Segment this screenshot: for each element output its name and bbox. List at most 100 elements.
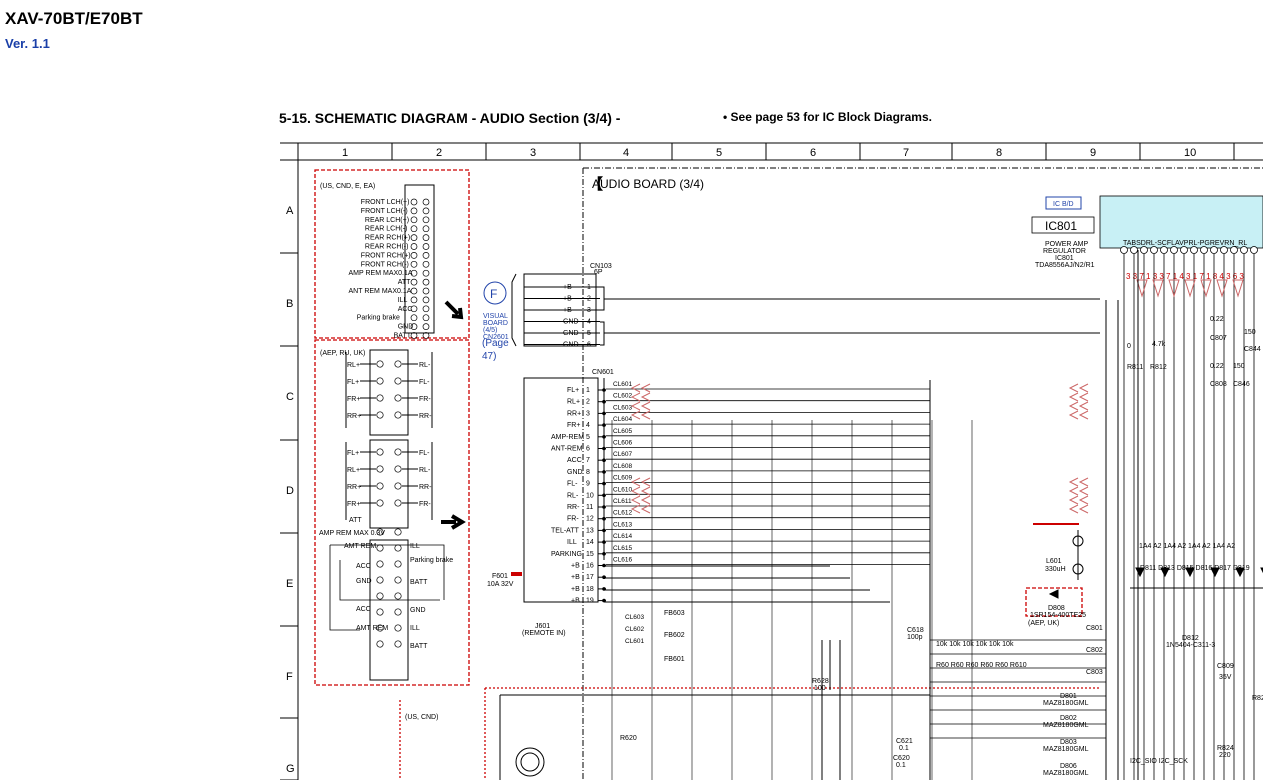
lower-wiring (499, 694, 930, 780)
round-connector (515, 747, 545, 777)
red-output-arrow (1152, 279, 1164, 298)
red-output-arrow (1216, 279, 1228, 298)
connector-label: ACC (356, 606, 371, 613)
row-label: D (286, 485, 294, 497)
c844-label: C844 (1244, 346, 1261, 353)
capacitor-label: C802 (1086, 647, 1103, 654)
connector-wiring (329, 544, 445, 631)
arrow-right (441, 514, 466, 530)
pin-circle (376, 377, 384, 385)
cn601-pin-label: PARKING (551, 551, 582, 558)
connector-label: RL- (419, 467, 431, 474)
red-signal-arrow (630, 383, 651, 393)
connector-body (369, 439, 409, 529)
visual-board-circle (483, 281, 507, 305)
pin-circle (422, 234, 430, 241)
ic-bd-box (1045, 196, 1082, 210)
c620-value: 0.1 (896, 762, 906, 769)
cap-value: 150 (1244, 329, 1256, 336)
fb-label: FB602 (664, 632, 685, 639)
row-label: E (286, 578, 293, 590)
pin-circle (394, 465, 402, 473)
pin-circle (394, 560, 402, 568)
cn601-pin-label: RR- (567, 504, 580, 511)
c809-value: 35V (1219, 674, 1232, 681)
fb-label: FB601 (664, 656, 685, 663)
cn601-pin-number: 18 (586, 586, 594, 593)
cn601-pin-label: FL+ (567, 387, 579, 394)
connector-label: RL+ (347, 467, 360, 474)
red-signal-arrow (1068, 477, 1089, 487)
inductor-coil (1072, 535, 1084, 547)
r620-label: R620 (620, 735, 637, 742)
connector-label: FL- (419, 379, 430, 386)
cl-label: CL608 (613, 463, 633, 470)
red-output-arrow (1168, 279, 1180, 298)
l601-value: 330uH (1045, 566, 1066, 573)
pin-circle (394, 576, 402, 584)
grid-frame (280, 142, 1263, 780)
cn103-lead (511, 273, 517, 347)
capacitor-label: C803 (1086, 669, 1103, 676)
c620-label: C620 (893, 755, 910, 762)
red-signal-arrow (630, 392, 651, 402)
row-label: F (286, 671, 293, 683)
diode-label: MAZ8180GML (1043, 700, 1089, 707)
diode-symbol (1160, 567, 1170, 578)
column-label: 3 (530, 147, 536, 159)
red-output-arrow (1136, 279, 1148, 298)
pin-circle (422, 216, 430, 224)
ic-pin (1140, 246, 1148, 254)
connector-label: FR- (419, 501, 431, 508)
cn601-pin-number: 2 (586, 399, 590, 406)
connector-label: FL+ (347, 379, 359, 386)
c621-label: C621 (896, 738, 913, 745)
column-label: 1 (342, 147, 348, 159)
cn601-pin-number: 9 (586, 481, 590, 488)
ic801-pin-names: TABSDRL-SCFLAVPRL-PGREVRN_RL (1123, 240, 1247, 247)
pin-circle (376, 411, 384, 419)
connector-label: ILL (410, 543, 420, 550)
pin-circle (394, 360, 402, 368)
ic-pin (1120, 246, 1128, 254)
cn103-label: CN103 (590, 263, 612, 270)
connector-label: BATT (394, 333, 412, 340)
cn601-frame (523, 377, 599, 603)
cl-label: CL616 (613, 557, 633, 564)
ic-pin (1130, 246, 1138, 254)
pin-circle (376, 465, 384, 473)
ic-pin (1250, 246, 1258, 254)
d808-label: D808 (1048, 605, 1065, 612)
row-label: A (286, 205, 294, 217)
cn103-bus (600, 286, 605, 346)
connector-label: FRONT RCH(-) (361, 261, 409, 268)
visual-board-text: BOARD (483, 320, 508, 327)
pin-circle (394, 482, 402, 490)
cn601-pin-number: 19 (586, 598, 594, 605)
r824-label: R824 (1217, 745, 1234, 752)
inductor-coil (1072, 563, 1084, 575)
connector-label: RL- (419, 362, 431, 369)
visual-board-text: 47) (482, 351, 496, 362)
page-title: 5-15. SCHEMATIC DIAGRAM - AUDIO Section … (279, 110, 621, 126)
pin-circle (376, 624, 384, 632)
pin-circle (394, 448, 402, 456)
cn601-pin-number: 16 (586, 563, 594, 570)
ic-pin (1240, 246, 1248, 254)
pin-circle (410, 269, 418, 277)
diode-label: D802 (1060, 715, 1077, 722)
connector-label: RR+ (347, 413, 361, 420)
j601-label: J601 (535, 623, 550, 630)
pin-circle (394, 608, 402, 616)
wiring (499, 250, 1263, 780)
model-title: XAV-70BT/E70BT (5, 9, 143, 28)
connector-label: GND (356, 578, 372, 585)
diode-symbol (1185, 567, 1195, 578)
ic801-body (1099, 195, 1263, 249)
pin-circle (422, 243, 430, 250)
ic801-desc-line: TDA8556AJ/N2/R1 (1035, 262, 1095, 269)
cn601-pin-number: 3 (586, 410, 590, 417)
cn601-pin-label: ILL (567, 539, 577, 546)
pin-circle (422, 207, 430, 215)
cl-label: CL614 (613, 533, 633, 540)
